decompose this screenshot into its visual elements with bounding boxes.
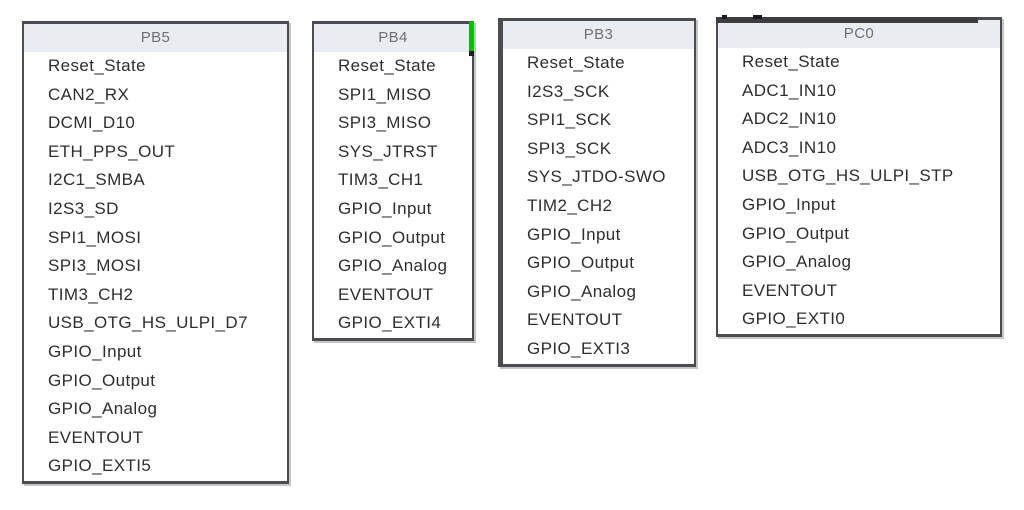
menu-item[interactable]: SPI3_SCK: [527, 138, 612, 158]
menu-item[interactable]: SPI3_MOSI: [48, 256, 142, 276]
menu-item[interactable]: SPI1_MISO: [338, 84, 432, 104]
menu-item[interactable]: USB_OTG_HS_ULPI_STP: [742, 166, 954, 186]
menu-item[interactable]: SPI1_SCK: [527, 110, 612, 130]
menu-item[interactable]: SYS_JTDO-SWO: [527, 167, 666, 187]
menu-item[interactable]: GPIO_EXTI5: [48, 456, 152, 476]
menu-item[interactable]: GPIO_Analog: [742, 252, 852, 272]
pin-notch-artifact: [722, 15, 727, 19]
menu-item[interactable]: GPIO_Output: [48, 370, 156, 390]
menu-item[interactable]: TIM3_CH2: [48, 284, 134, 304]
menu-item[interactable]: EVENTOUT: [527, 310, 623, 330]
menu-item[interactable]: GPIO_Input: [48, 341, 142, 361]
menu-item[interactable]: GPIO_Output: [527, 253, 635, 273]
menu-item[interactable]: GPIO_EXTI3: [527, 338, 631, 358]
menu-item[interactable]: ADC3_IN10: [742, 137, 837, 157]
menu-item[interactable]: GPIO_Output: [338, 227, 446, 247]
menu-item[interactable]: ADC2_IN10: [742, 109, 837, 129]
menu-item[interactable]: GPIO_EXTI4: [338, 313, 442, 333]
menu-item[interactable]: USB_OTG_HS_ULPI_D7: [48, 313, 248, 333]
menu-item[interactable]: Reset_State: [527, 53, 625, 72]
menu-item[interactable]: SPI3_MISO: [338, 113, 432, 133]
pin-menu-pb4-title: PB4: [314, 24, 472, 52]
menu-item[interactable]: Reset_State: [338, 56, 436, 75]
menu-item[interactable]: EVENTOUT: [48, 427, 144, 447]
menu-item[interactable]: GPIO_Input: [527, 224, 621, 244]
menu-item[interactable]: EVENTOUT: [338, 284, 434, 304]
menu-item[interactable]: TIM3_CH1: [338, 170, 424, 190]
menu-item[interactable]: Reset_State: [48, 56, 146, 75]
menu-item[interactable]: DCMI_D10: [48, 113, 136, 133]
pin-notch-artifact: [753, 15, 762, 19]
menu-item[interactable]: TIM2_CH2: [527, 195, 613, 215]
menu-item[interactable]: I2S3_SCK: [527, 81, 610, 101]
menu-item[interactable]: EVENTOUT: [742, 280, 838, 300]
menu-item[interactable]: GPIO_Analog: [338, 256, 448, 276]
configured-pin-indicator: [469, 21, 474, 56]
menu-item[interactable]: I2S3_SD: [48, 198, 119, 218]
menu-item[interactable]: SYS_JTRST: [338, 141, 438, 161]
menu-item[interactable]: GPIO_Input: [742, 194, 836, 214]
pin-menu-pb5-title: PB5: [24, 24, 287, 52]
menu-item[interactable]: GPIO_Analog: [527, 281, 637, 301]
pin-menu-pc0-title: PC0: [718, 20, 1000, 48]
menu-item[interactable]: SPI1_MOSI: [48, 227, 142, 247]
menu-item[interactable]: ETH_PPS_OUT: [48, 141, 176, 161]
pin-edge-artifact: [716, 17, 978, 23]
menu-item[interactable]: GPIO_Input: [338, 198, 432, 218]
menu-item[interactable]: I2C1_SMBA: [48, 170, 146, 190]
menu-item[interactable]: Reset_State: [742, 52, 840, 71]
menu-item[interactable]: ADC1_IN10: [742, 80, 837, 100]
pin-menu-pb3-title: PB3: [503, 21, 694, 49]
menu-item[interactable]: GPIO_Output: [742, 223, 850, 243]
menu-item[interactable]: GPIO_Analog: [48, 399, 158, 419]
menu-item[interactable]: CAN2_RX: [48, 84, 130, 104]
menu-item[interactable]: GPIO_EXTI0: [742, 309, 846, 329]
